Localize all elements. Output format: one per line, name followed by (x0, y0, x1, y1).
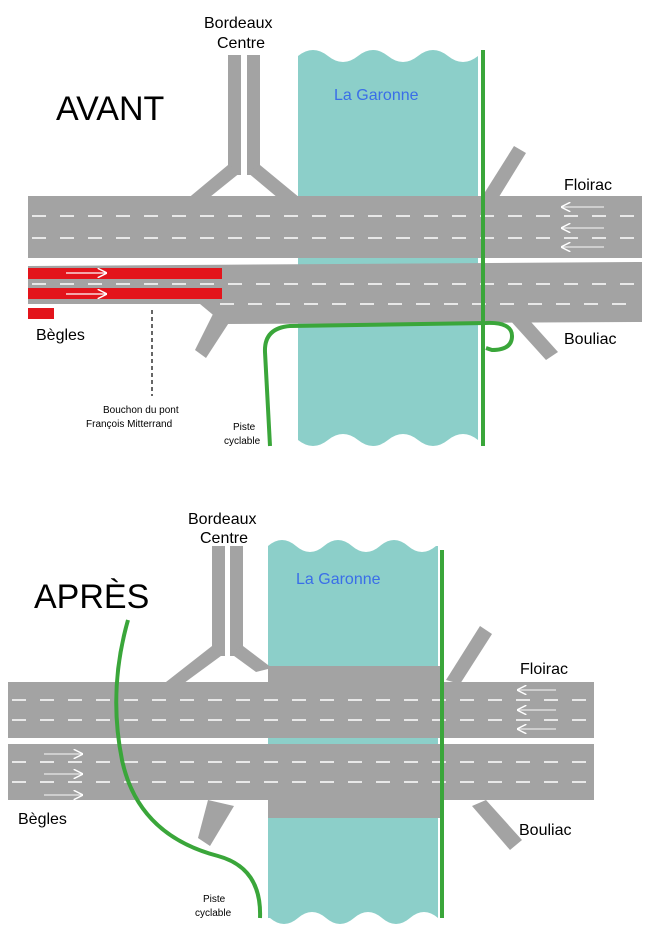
panel-avant: AVANT La Garonne Bordeaux Centre Floirac… (28, 15, 642, 447)
carriageway-south-apres (8, 744, 594, 800)
jam-label-2: François Mitterrand (86, 419, 172, 430)
title-apres: APRÈS (34, 578, 149, 616)
city-label-apres-2: Centre (200, 530, 248, 547)
east-top-label-avant: Floirac (564, 177, 612, 194)
carriageway-north-apres (8, 682, 594, 738)
west-label-avant: Bègles (36, 327, 85, 344)
city-label-apres-1: Bordeaux (188, 511, 257, 528)
title-avant: AVANT (56, 90, 164, 128)
city-label-avant-1: Bordeaux (204, 15, 273, 32)
bike-label-apres-1: Piste (203, 894, 226, 905)
jam-label-1: Bouchon du pont (103, 405, 179, 416)
bike-path-avant (262, 320, 515, 447)
direction-arrows-floirac-apres (518, 690, 556, 729)
access-road-bordeaux-avant (186, 55, 300, 205)
ramp-floirac-avant (480, 146, 526, 205)
traffic-jam-avant (28, 268, 222, 319)
bike-path-apres (114, 619, 263, 919)
ramp-bouliac-avant (508, 312, 558, 360)
ramp-floirac-apres (446, 626, 492, 684)
ramp-bouliac-apres (472, 800, 522, 850)
ramp-begles-avant (195, 312, 232, 358)
direction-arrows-floirac-avant (562, 207, 604, 247)
river-label-apres: La Garonne (296, 571, 381, 588)
bike-label-avant-1: Piste (233, 422, 256, 433)
east-bottom-label-avant: Bouliac (564, 331, 616, 348)
direction-arrows-begles-apres (44, 754, 82, 795)
carriageway-north-avant (28, 196, 642, 258)
city-label-avant-2: Centre (217, 35, 265, 52)
bridge-deck-apres (268, 666, 440, 682)
ramp-begles-apres (198, 800, 234, 846)
east-bottom-label-apres: Bouliac (519, 822, 571, 839)
west-label-apres: Bègles (18, 811, 67, 828)
panel-apres: APRÈS La Garonne Bordeaux Centre Floirac… (8, 511, 594, 924)
river-label-avant: La Garonne (334, 87, 419, 104)
access-road-bordeaux-apres (166, 546, 272, 686)
bike-label-avant-2: cyclable (224, 436, 261, 447)
bike-label-apres-2: cyclable (195, 908, 232, 919)
east-top-label-apres: Floirac (520, 661, 568, 678)
